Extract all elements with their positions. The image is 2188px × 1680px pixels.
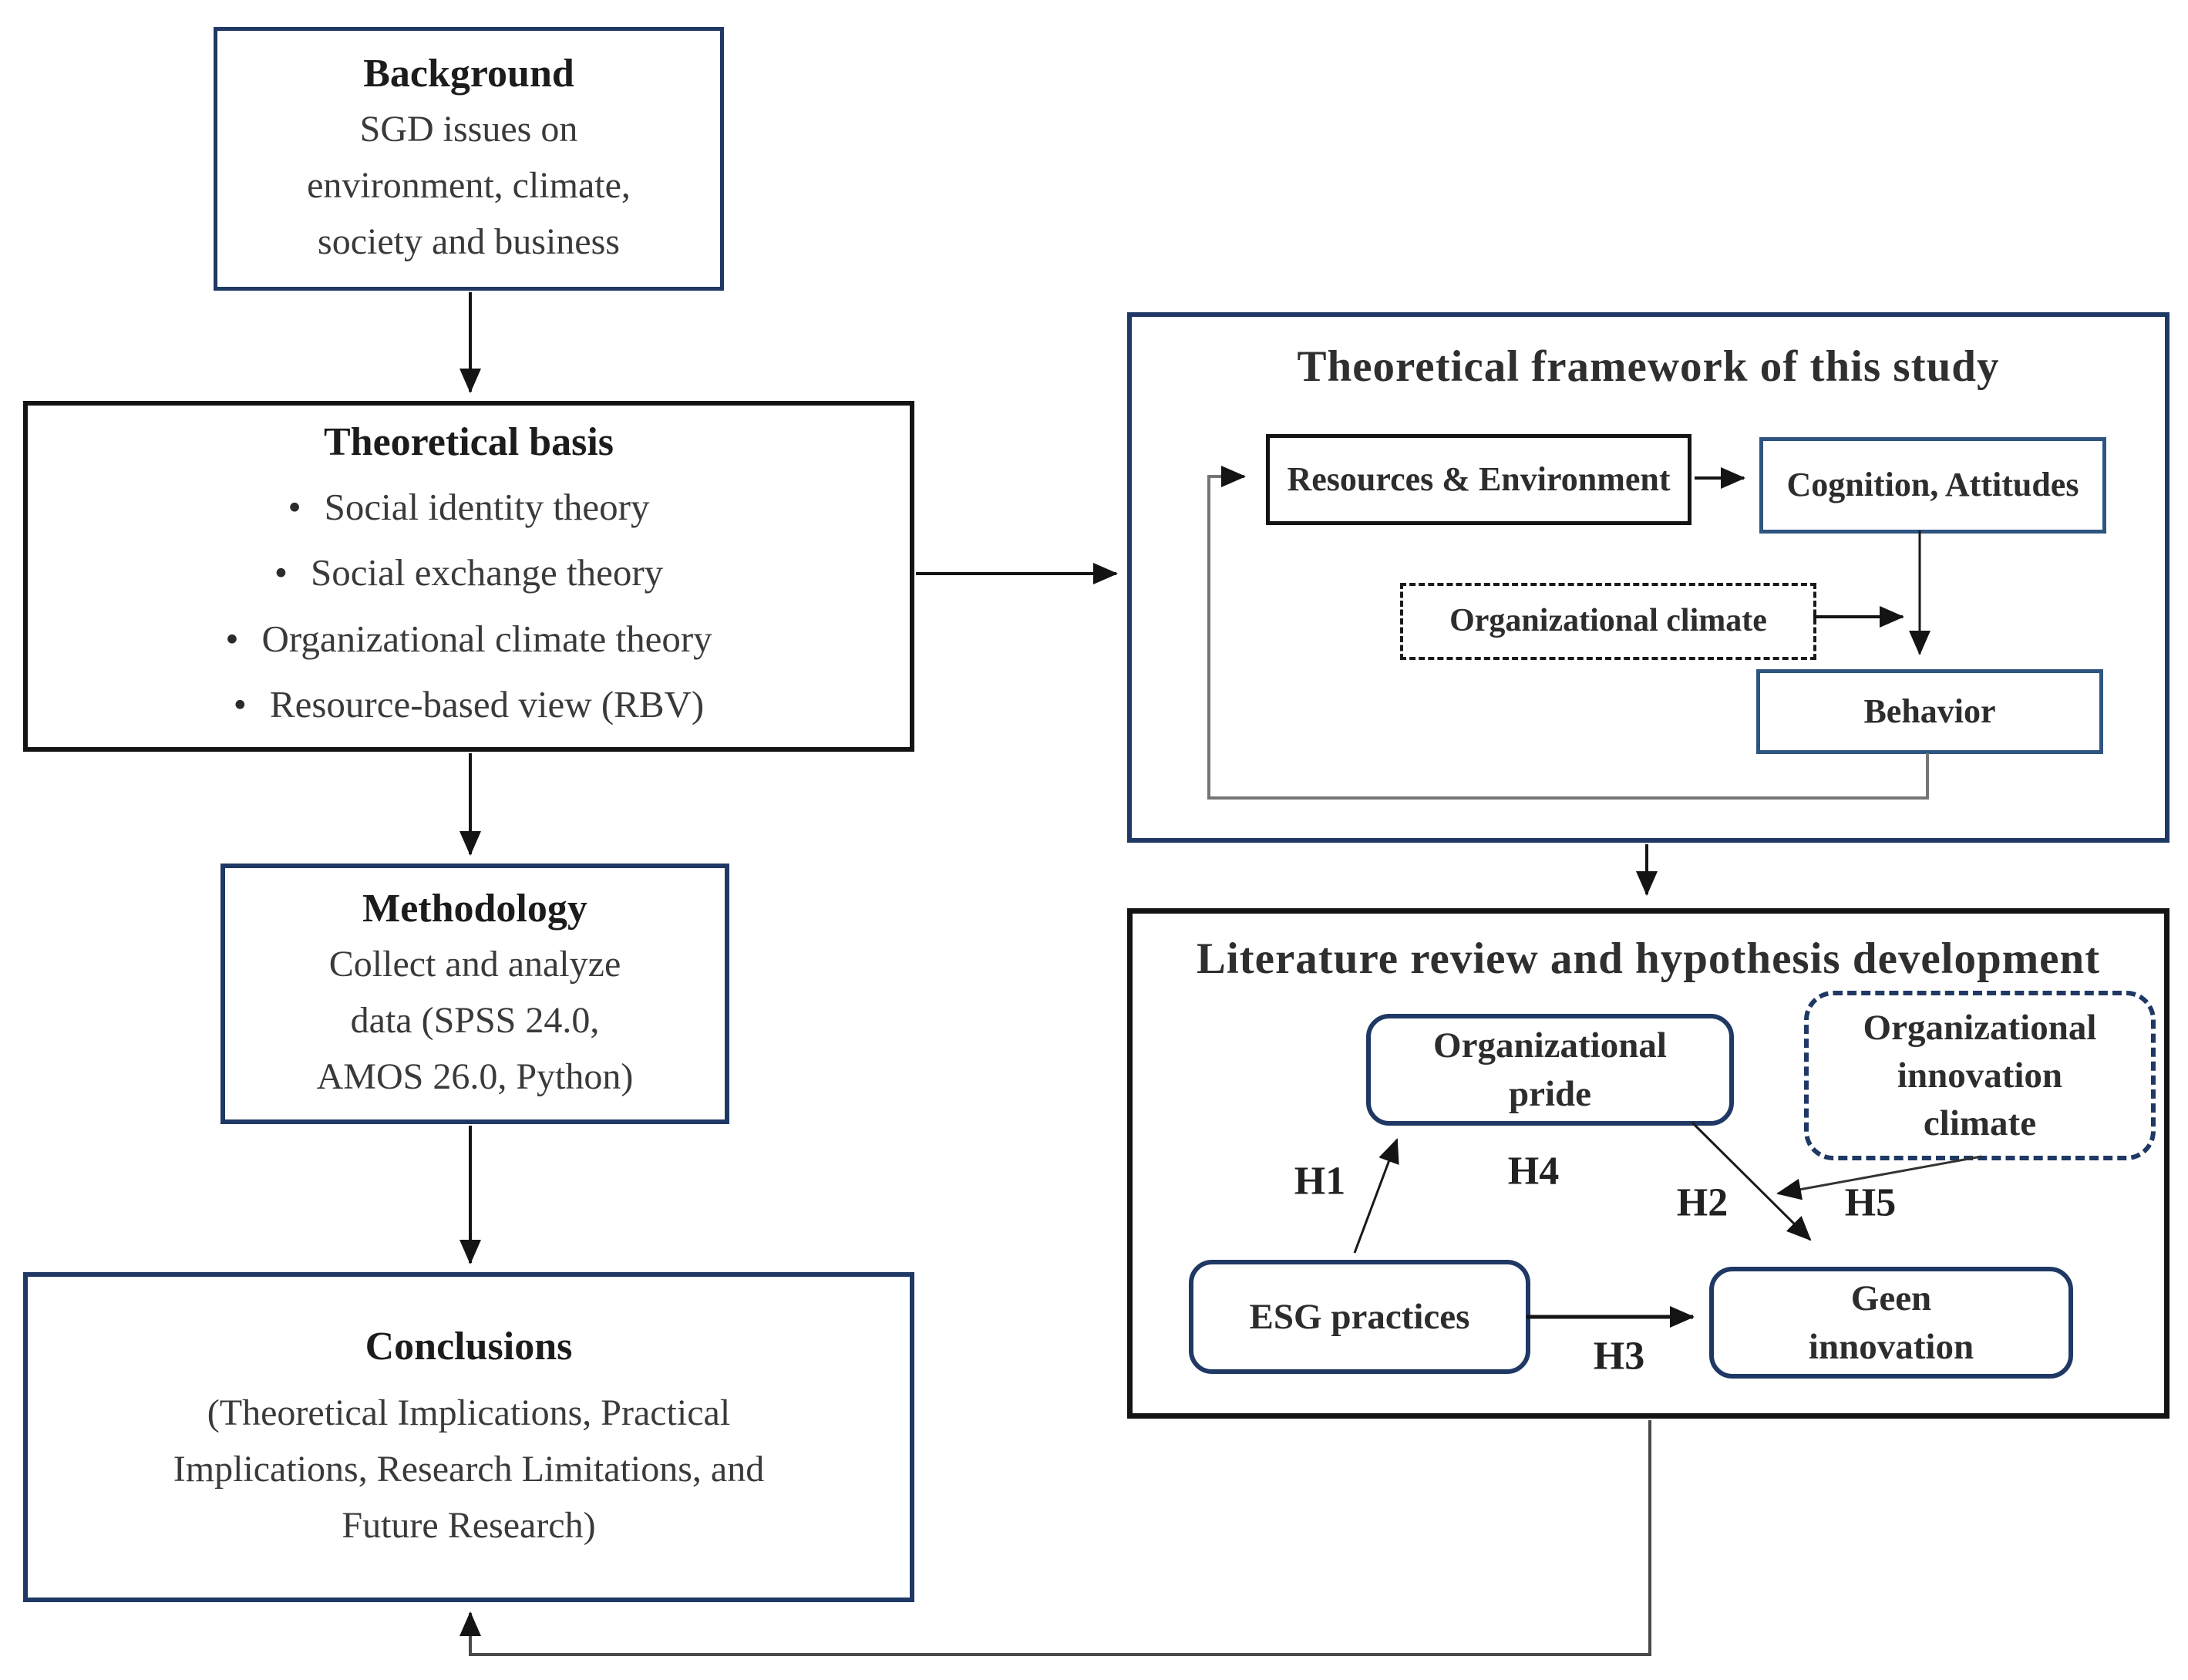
- list-item-label: Resource-based view (RBV): [269, 682, 705, 726]
- list-item-label: Social identity theory: [324, 486, 650, 529]
- list-item: • Organizational climate theory: [225, 606, 712, 672]
- cognition-attitudes-node: Cognition, Attitudes: [1759, 437, 2106, 534]
- bullet-marker: •: [233, 682, 247, 726]
- methodology-box: Methodology Collect and analyze data (SP…: [220, 864, 729, 1124]
- organizational-climate-node: Organizational climate: [1400, 583, 1816, 660]
- green-innovation-node: Geen innovation: [1709, 1267, 2073, 1379]
- list-item: • Social exchange theory: [225, 540, 712, 605]
- organizational-innovation-climate-label: Organizational innovation climate: [1863, 1007, 2097, 1144]
- h5-label: H5: [1844, 1180, 1897, 1225]
- h4-label: H4: [1507, 1149, 1560, 1194]
- list-item-label: Organizational climate theory: [261, 617, 712, 660]
- behavior-node: Behavior: [1756, 669, 2103, 754]
- behavior-label: Behavior: [1863, 692, 1996, 730]
- resources-environment-node: Resources & Environment: [1266, 434, 1691, 525]
- list-item-label: Social exchange theory: [311, 551, 664, 594]
- background-title: Background: [363, 52, 574, 96]
- organizational-pride-node: Organizational pride: [1366, 1014, 1734, 1126]
- resources-environment-label: Resources & Environment: [1287, 460, 1671, 498]
- h2-label: H2: [1676, 1180, 1729, 1225]
- bullet-marker: •: [288, 486, 301, 529]
- methodology-body: Collect and analyze data (SPSS 24.0, AMO…: [316, 943, 634, 1097]
- cognition-attitudes-label: Cognition, Attitudes: [1786, 466, 2079, 504]
- conclusions-body: (Theoretical Implications, Practical Imp…: [173, 1392, 765, 1546]
- bullet-marker: •: [274, 551, 288, 594]
- theoretical-framework-panel: Theoretical framework of this study Reso…: [1127, 312, 2169, 843]
- methodology-title: Methodology: [362, 887, 587, 931]
- esg-practices-node: ESG practices: [1189, 1260, 1530, 1374]
- h3-label: H3: [1593, 1334, 1645, 1379]
- background-body: SGD issues on environment, climate, soci…: [307, 108, 631, 262]
- organizational-innovation-climate-node: Organizational innovation climate: [1804, 991, 2156, 1160]
- conclusions-box: Conclusions (Theoretical Implications, P…: [23, 1272, 914, 1602]
- organizational-pride-label: Organizational pride: [1433, 1025, 1667, 1114]
- h1-label: H1: [1294, 1159, 1346, 1204]
- theoretical-basis-title: Theoretical basis: [323, 419, 614, 464]
- list-item: • Resource-based view (RBV): [225, 672, 712, 737]
- green-innovation-label: Geen innovation: [1808, 1278, 1974, 1367]
- background-box: Background SGD issues on environment, cl…: [214, 27, 724, 291]
- conclusions-title: Conclusions: [365, 1325, 573, 1369]
- organizational-climate-label: Organizational climate: [1449, 603, 1767, 639]
- literature-panel-title: Literature review and hypothesis develop…: [1196, 934, 2101, 983]
- esg-practices-label: ESG practices: [1249, 1296, 1470, 1337]
- list-item: • Social identity theory: [225, 474, 712, 540]
- framework-panel-title: Theoretical framework of this study: [1297, 342, 2000, 391]
- bullet-marker: •: [225, 617, 239, 660]
- literature-review-panel: Literature review and hypothesis develop…: [1127, 908, 2169, 1419]
- theoretical-basis-list: •Social identity theory •Social exchange…: [225, 474, 712, 737]
- theoretical-basis-box: Theoretical basis • Social identity theor…: [23, 401, 914, 752]
